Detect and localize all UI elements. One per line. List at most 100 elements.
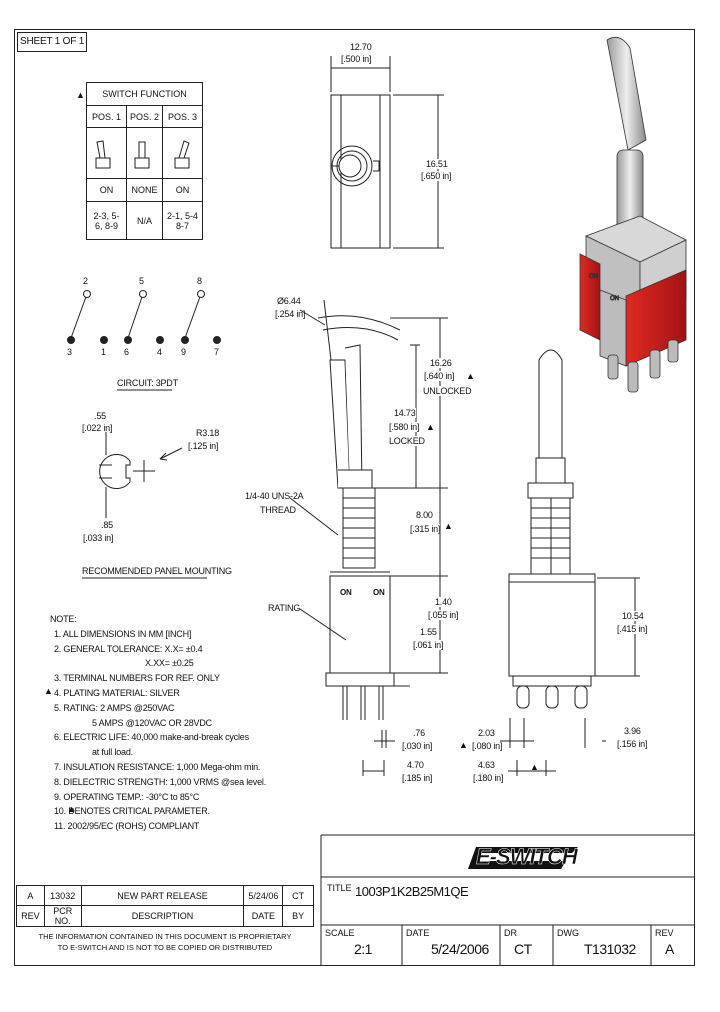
key-depth-in: [.033 in]: [83, 533, 114, 543]
scale-value: 2:1: [354, 941, 372, 957]
bushing-dim-in: [.315 in]: [410, 524, 441, 534]
sheet-label: SHEET 1 OF 1: [20, 36, 85, 47]
locked-dim-in: [.580 in]: [389, 422, 420, 432]
pos3-connection: 2-1, 5-4 8-7: [161, 201, 204, 240]
lever-dia-in: [.254 in]: [275, 309, 306, 319]
notes-heading: NOTE:: [50, 614, 77, 624]
note-2: 2. GENERAL TOLERANCE: X.X= ±0.4: [54, 643, 203, 654]
svg-text:ON: ON: [610, 296, 619, 302]
note-8: 8. DIELECTRIC STRENGTH: 1,000 VRMS @sea …: [54, 776, 266, 787]
pin-pitch-dim: 2.03: [478, 728, 495, 738]
bushing-critical-icon: ▲: [444, 521, 453, 531]
rev-header-by: BY: [282, 905, 314, 927]
date-label: DATE: [406, 928, 430, 938]
pin-2: 2: [83, 276, 88, 286]
pos2-state: NONE: [126, 178, 163, 202]
pos1-state: ON: [85, 178, 128, 202]
body-dim-in: [.055 in]: [428, 610, 459, 620]
on-right-marking: ON: [373, 588, 385, 597]
bushing-dim: 8.00: [416, 510, 433, 520]
title-label: TITLE: [327, 883, 352, 893]
pin-side-dim-in: [.156 in]: [617, 739, 648, 749]
unlocked-label: UNLOCKED: [423, 386, 472, 396]
rev-header-desc: DESCRIPTION: [80, 905, 245, 927]
note-6: 6. ELECTRIC LIFE: 40,000 make-and-break …: [54, 732, 249, 743]
term-dim-in: [.061 in]: [413, 640, 444, 650]
key-depth: .85: [101, 520, 113, 530]
rev-row-date: 5/24/06: [243, 885, 284, 906]
dwg-value: T131032: [584, 941, 636, 957]
front-height-dim: 10.54: [622, 611, 644, 621]
pin-width-dim-in: [.030 in]: [402, 741, 433, 751]
locked-dim: 14.73: [394, 408, 416, 418]
scale-label: SCALE: [325, 928, 355, 938]
pos1-label: POS. 1: [85, 105, 128, 128]
key-width-in: [.022 in]: [82, 423, 113, 433]
top-height-in: [.650 in]: [421, 171, 452, 181]
note-7: 7. INSULATION RESISTANCE: 1,000 Mega-ohm…: [54, 761, 261, 772]
dwg-label: DWG: [557, 928, 579, 938]
pin-5: 5: [139, 276, 144, 286]
title-value: 1003P1K2B25M1QE: [355, 884, 469, 899]
svg-text:ON: ON: [589, 274, 598, 280]
note-4-critical-icon: ▲: [44, 686, 53, 696]
side-view: [289, 299, 448, 776]
pos3-state: ON: [161, 178, 204, 202]
side-span-dim-in: [.185 in]: [402, 773, 433, 783]
pin-pitch-critical-icon: ▲: [459, 740, 468, 750]
on-left-marking: ON: [340, 588, 352, 597]
logo-text: E-SWITCH: [476, 844, 578, 870]
pin-9: 9: [181, 347, 186, 357]
top-height: 16.51: [426, 159, 448, 169]
pin-4: 4: [157, 347, 162, 357]
pos2-connection: N/A: [126, 201, 163, 240]
note-1: 1. ALL DIMENSIONS IN MM [INCH]: [54, 628, 192, 639]
dr-label: DR: [504, 928, 517, 938]
circuit-label: CIRCUIT: 3PDT: [117, 378, 178, 388]
pin-7: 7: [214, 347, 219, 357]
pin-side-dim: 3.96: [624, 726, 641, 736]
rev-row-pcr: 13032: [43, 885, 82, 906]
thread-label: THREAD: [260, 505, 296, 515]
panel-hole: [99, 432, 183, 518]
body-dim: 1.40: [435, 597, 452, 607]
front-span-dim: 4.63: [478, 760, 495, 770]
top-width-in: [.500 in]: [341, 54, 372, 64]
note-9: 9. OPERATING TEMP.: -30°C to 85°C: [54, 791, 200, 802]
term-dim: 1.55: [420, 627, 437, 637]
pin-pitch-dim-in: [.080 in]: [472, 741, 503, 751]
note-6b: at full load.: [92, 747, 133, 758]
pos2-label: POS. 2: [126, 105, 163, 128]
circuit-schematic: [67, 290, 221, 344]
note-3: 3. TERMINAL NUMBERS FOR REF. ONLY: [54, 673, 220, 684]
locked-label: LOCKED: [389, 436, 425, 446]
switch-function-title: SWITCH FUNCTION: [86, 82, 203, 106]
unlocked-critical-icon: ▲: [466, 371, 475, 381]
lever-dia: Ø6.44: [277, 296, 301, 306]
rev-row-rev: A: [16, 885, 45, 906]
note-5: 5. RATING: 2 AMPS @250VAC: [54, 702, 175, 713]
rating-label: RATING: [268, 603, 301, 613]
front-view: [500, 349, 640, 776]
drawing-sheet: [14, 29, 695, 966]
rev-header-date: DATE: [243, 905, 284, 927]
notes-block: NOTE: 1. ALL DIMENSIONS IN MM [INCH] 2. …: [50, 612, 266, 834]
thread-spec: 1/4-40 UNS-2A: [245, 491, 304, 501]
locked-critical-icon: ▲: [426, 422, 435, 432]
front-span-critical-icon: ▲: [530, 762, 539, 772]
note-11: 11. 2002/95/EC (ROHS) COMPLIANT: [54, 821, 200, 832]
note-5b: 5 AMPS @120VAC OR 28VDC: [92, 717, 212, 728]
panel-mounting-label: RECOMMENDED PANEL MOUNTING: [82, 566, 232, 576]
proprietary-line-2: TO E-SWITCH AND IS NOT TO BE COPIED OR D…: [57, 942, 273, 952]
date-value: 5/24/2006: [431, 941, 489, 957]
note-2b: X.XX= ±0.25: [145, 658, 194, 669]
pin-6: 6: [124, 347, 129, 357]
pin-8: 8: [197, 276, 202, 286]
top-width: 12.70: [350, 42, 372, 52]
hole-radius: R3.18: [196, 428, 220, 438]
logo-swoosh-icon: [468, 847, 578, 869]
unlocked-dim: 16.26: [430, 358, 452, 368]
pin-1: 1: [101, 347, 106, 357]
key-width: .55: [94, 411, 106, 421]
